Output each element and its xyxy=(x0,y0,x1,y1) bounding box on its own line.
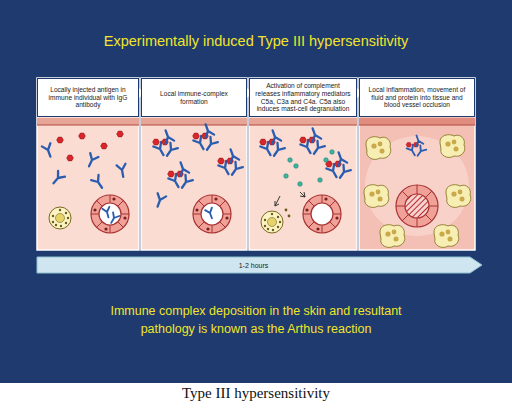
step-text: Activation of complement releases inflam… xyxy=(254,82,352,112)
background-panel xyxy=(0,0,512,383)
panel-illustration xyxy=(141,78,247,250)
panel-illustration xyxy=(37,78,139,250)
step-header: Local immune-complex formation xyxy=(141,78,247,117)
step-header: Locally injected antigen in immune indiv… xyxy=(37,78,139,117)
footnote-text: Immune complex deposition in the skin an… xyxy=(90,302,422,338)
step-header: Activation of complement releases inflam… xyxy=(249,78,357,117)
figure-caption: Type III hypersensitivity xyxy=(20,385,492,402)
timeline-label: 1-2 hours xyxy=(239,262,269,269)
timeline-band: 1-2 hours xyxy=(37,257,470,273)
step-text: Local immune-complex formation xyxy=(146,90,242,105)
timeline-arrow xyxy=(37,257,482,273)
step-text: Locally injected antigen in immune indiv… xyxy=(42,86,134,109)
step-header: Local inflammation, movement of fluid an… xyxy=(359,78,475,117)
step-text: Local inflammation, movement of fluid an… xyxy=(364,86,470,109)
title: Experimentally induced Type III hypersen… xyxy=(20,33,492,49)
panel-illustration xyxy=(249,78,357,250)
panel-illustration xyxy=(359,78,475,250)
